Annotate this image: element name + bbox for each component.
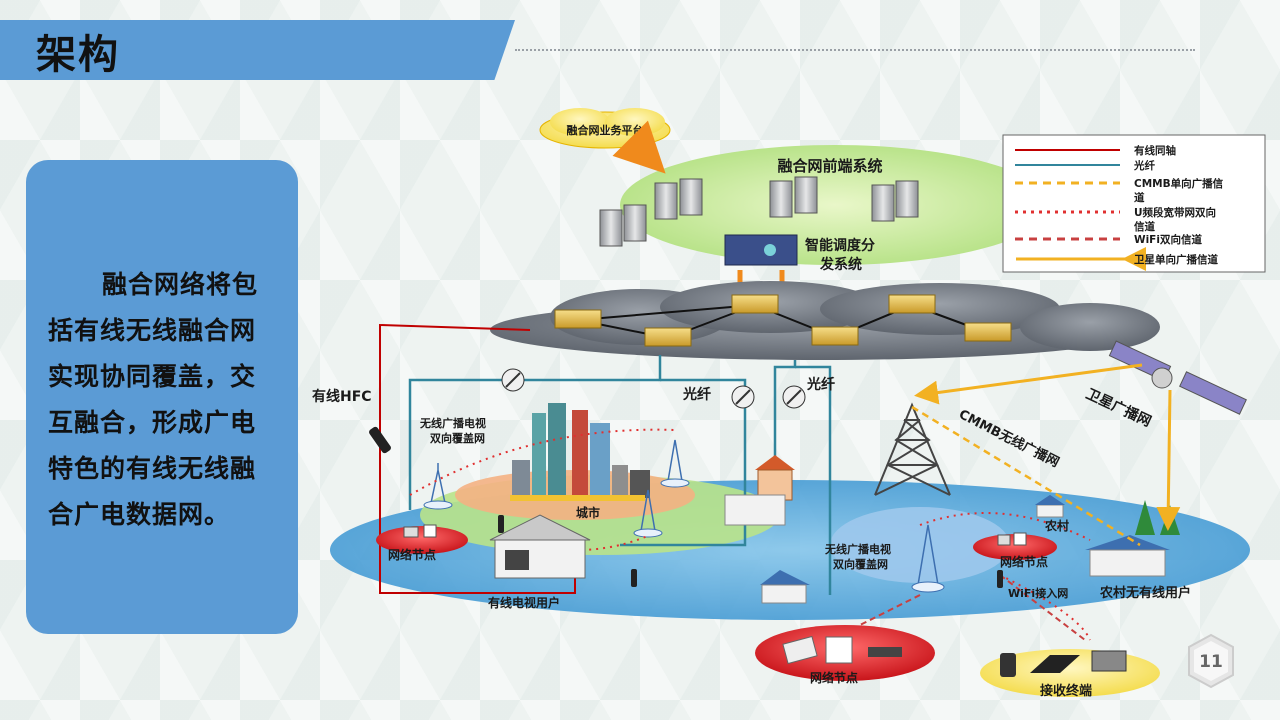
slide-title: 架构 xyxy=(36,32,120,78)
cable-user-label: 有线电视用户 xyxy=(488,595,560,610)
title-rule xyxy=(515,49,1195,51)
fiber-lines xyxy=(408,355,832,595)
house-icon xyxy=(489,514,591,579)
router-icon xyxy=(731,294,779,314)
legend-label: 卫星单向广播信道 xyxy=(1134,253,1218,266)
fiber-label-b: 光纤 xyxy=(806,376,835,393)
wifi-net-label: WiFi接入网 xyxy=(1008,586,1068,600)
title-band xyxy=(0,20,515,80)
side-panel xyxy=(26,160,298,634)
node-right-label: 网络节点 xyxy=(1000,554,1048,569)
network-node-right xyxy=(973,532,1057,560)
tower-base-icon xyxy=(423,478,690,538)
fiber-label-a: 光纤 xyxy=(682,386,711,403)
satellite-icon xyxy=(1108,340,1247,415)
wireless-rural-label-2: 双向覆盖网 xyxy=(833,557,888,571)
router-icon xyxy=(888,294,936,314)
satellite-channel-lines xyxy=(914,363,1181,531)
house-icon xyxy=(1035,495,1065,505)
legend-box xyxy=(1002,134,1266,273)
antenna-icon xyxy=(498,515,1003,588)
scheduler-label-1: 智能调度分 xyxy=(804,237,875,254)
coax-line xyxy=(379,323,576,594)
side-text: 融合网络将包括有线无线融合网实现协同覆盖，交互融合，形成广电特色的有线无线融合广… xyxy=(48,270,259,529)
village-label: 农村 xyxy=(1044,518,1069,533)
network-node-bottom xyxy=(755,625,935,681)
legend-label: 信道 xyxy=(1134,220,1156,233)
laptop-icon xyxy=(1091,650,1127,672)
church-icon xyxy=(724,455,795,526)
city-label: 城市 xyxy=(576,505,600,520)
server-cluster xyxy=(599,176,919,247)
page-number-badge: 11 xyxy=(1188,633,1234,689)
server-icon xyxy=(871,180,919,222)
scheduler-label-2: 发系统 xyxy=(819,256,862,273)
page-number: 11 xyxy=(1199,652,1223,672)
fiber-connector-icon xyxy=(501,368,525,392)
router-icon xyxy=(644,327,692,347)
legend-label: 光纤 xyxy=(1133,159,1156,172)
router-icon xyxy=(811,326,859,346)
fiber-connector-icon xyxy=(782,385,806,409)
tower-icon xyxy=(430,439,683,532)
house-icon xyxy=(760,570,810,604)
node-left-label: 网络节点 xyxy=(388,547,436,562)
house-icon xyxy=(1085,535,1170,577)
legend-label: WiFi双向信道 xyxy=(1134,233,1202,246)
hfc-label: 有线HFC xyxy=(312,388,372,405)
legend-label: 道 xyxy=(1134,191,1145,204)
uband-channel-lines xyxy=(409,428,1091,641)
legend-label: U频段宽带网双向 xyxy=(1134,206,1216,219)
terminal-group xyxy=(980,649,1160,697)
platform-arrow xyxy=(612,120,666,174)
fiber-connector-icon xyxy=(731,385,755,409)
wireless-city-label-1: 无线广播电视 xyxy=(419,416,486,430)
tower-base-icon xyxy=(911,581,945,593)
scheduler-indicator xyxy=(764,244,776,256)
server-icon xyxy=(769,176,818,218)
server-icon xyxy=(599,204,647,247)
cmmb-tower-icon xyxy=(874,402,951,496)
hfc-amplifier-icon xyxy=(369,426,391,454)
tower-icon xyxy=(917,524,939,586)
router-icon xyxy=(554,309,602,329)
rural-user-label: 农村无有线用户 xyxy=(1099,585,1191,601)
cmmb-channel-lines xyxy=(911,405,1141,547)
legend-label: 有线同轴 xyxy=(1134,144,1176,157)
satellite-net-label: 卫星广播网 xyxy=(1083,385,1154,430)
cmmb-net-label: CMMB无线广播网 xyxy=(956,406,1062,470)
network-node-left xyxy=(376,524,468,554)
architecture-diagram: 融合网前端系统 智能调度分 发系统 融合网业务平台 xyxy=(312,108,1266,699)
phone-icon xyxy=(1000,653,1016,677)
scheduler-device xyxy=(724,234,798,266)
legend-label: CMMB单向广播信 xyxy=(1134,177,1224,190)
city-buildings-icon xyxy=(510,403,650,501)
wireless-city-label-2: 双向覆盖网 xyxy=(430,431,485,445)
wifi-channel-lines xyxy=(859,574,1086,641)
node-bottom-label: 网络节点 xyxy=(810,670,858,685)
server-icon xyxy=(654,178,703,220)
rural-coverage xyxy=(830,507,1010,583)
terminal-label: 接收终端 xyxy=(1040,683,1092,699)
front-end-label: 融合网前端系统 xyxy=(777,157,882,175)
platform-label: 融合网业务平台 xyxy=(567,123,644,137)
wireless-rural-label-1: 无线广播电视 xyxy=(824,542,891,556)
tablet-icon xyxy=(1030,655,1080,673)
router-icon xyxy=(964,322,1012,342)
